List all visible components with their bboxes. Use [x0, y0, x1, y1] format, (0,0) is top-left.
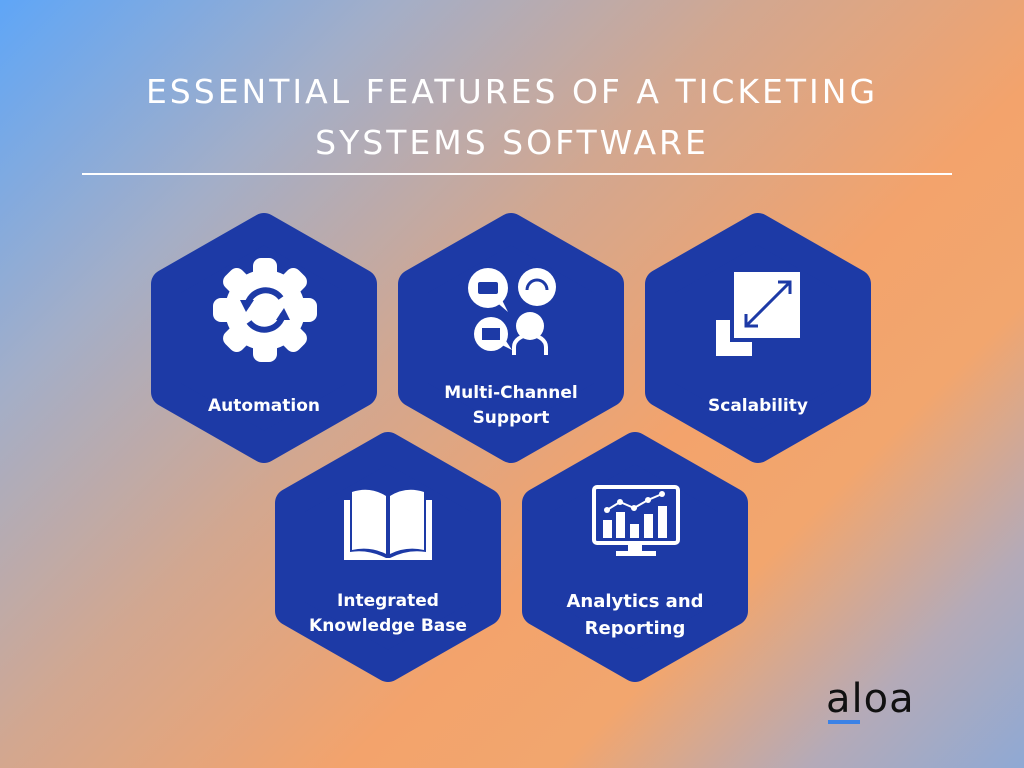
label-line-2: Knowledge Base	[309, 616, 467, 636]
open-book-icon	[344, 489, 432, 560]
title-line-2: SYSTEMS SOFTWARE	[315, 123, 709, 162]
label-line-1: Multi-Channel	[444, 383, 578, 403]
label-text: Automation	[208, 396, 320, 416]
aloa-logo: aloa	[826, 676, 915, 722]
multi-channel-support-icon	[468, 268, 556, 355]
feature-label-scalability: Scalability	[658, 394, 858, 419]
label-line-1: Integrated	[337, 591, 439, 611]
label-line-1: Analytics and	[566, 591, 704, 612]
label-line-2: Reporting	[584, 618, 686, 639]
logo-accent-bar	[828, 720, 860, 724]
hexagon-multi-channel	[398, 213, 624, 463]
feature-label-analytics: Analytics and Reporting	[535, 588, 735, 642]
title-line-1: ESSENTIAL FEATURES OF A TICKETING	[145, 72, 879, 111]
hexagon-analytics	[522, 432, 748, 682]
label-text: Scalability	[708, 396, 808, 416]
label-line-2: Support	[472, 408, 550, 428]
hexagon-knowledge-base	[275, 432, 501, 682]
scale-resize-icon	[716, 268, 804, 356]
title-divider	[82, 173, 952, 175]
feature-label-knowledge-base: Integrated Knowledge Base	[288, 589, 488, 639]
analytics-monitor-icon	[592, 485, 680, 556]
gear-sync-icon	[213, 258, 317, 362]
feature-label-automation: Automation	[164, 394, 364, 419]
feature-label-multi-channel: Multi-Channel Support	[411, 381, 611, 431]
page-title: ESSENTIAL FEATURES OF A TICKETING SYSTEM…	[0, 66, 1024, 168]
